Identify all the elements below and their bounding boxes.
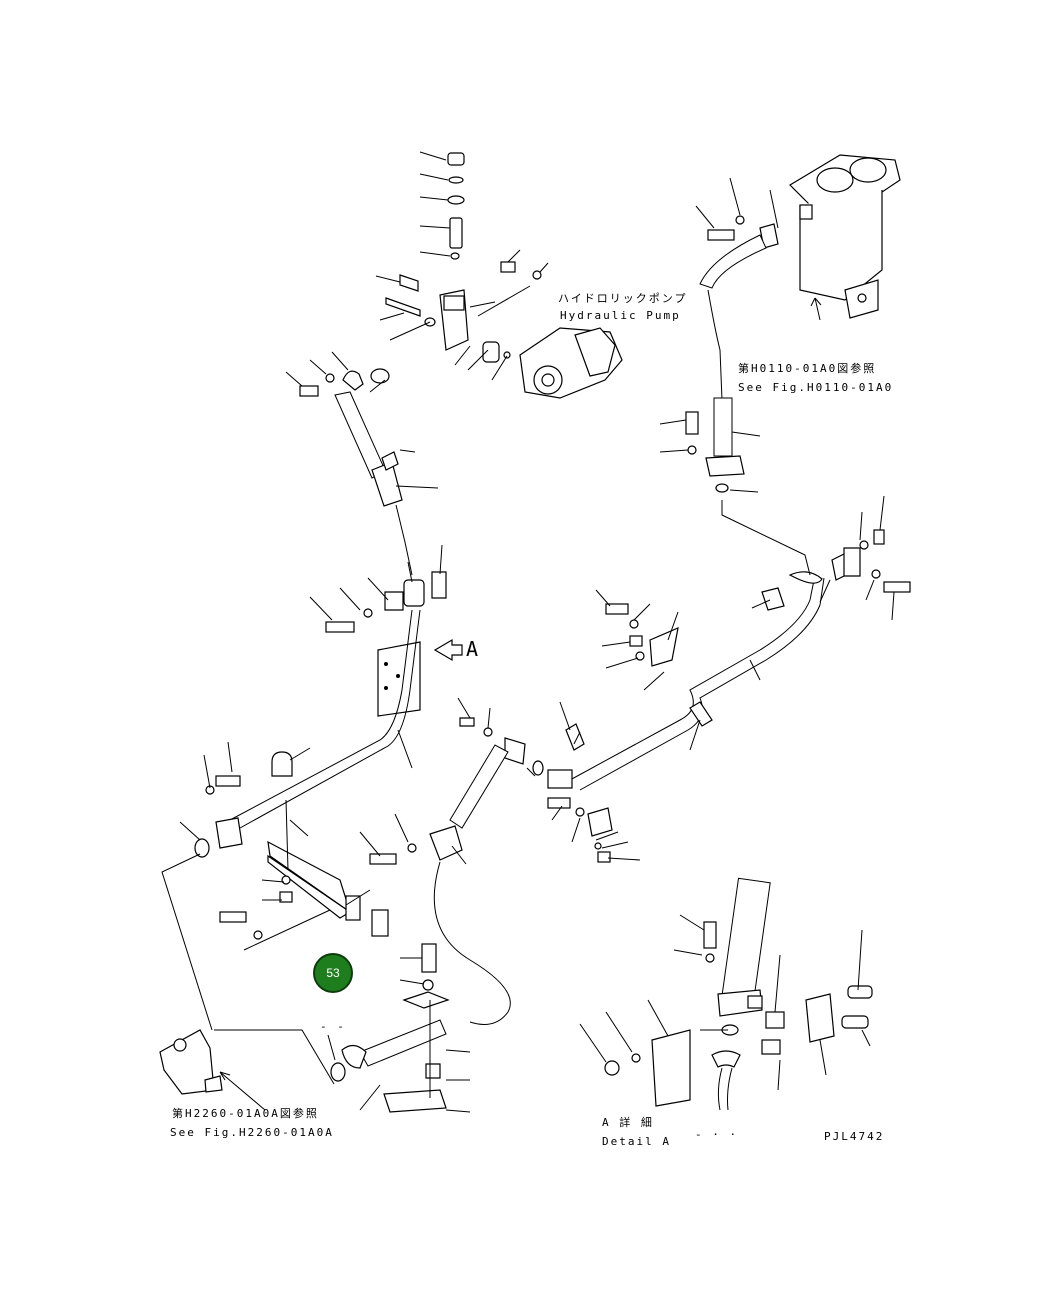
dash-label: - - xyxy=(320,1020,346,1033)
ref-top-jp: 第H0110-01A0図参照 xyxy=(738,361,876,375)
ref-top-en: See Fig.H0110-01A0 xyxy=(738,381,893,394)
oil-cooler xyxy=(179,741,389,951)
valve-stack-top xyxy=(369,151,549,393)
view-arrow-label: A xyxy=(466,637,478,661)
pump-label-en: Hydraulic Pump xyxy=(560,309,681,322)
detail-a: A 詳 細 Detail A - · · PJL4742 xyxy=(579,877,884,1148)
control-valve-lower: 第H2260-01A0A図参照 See Fig.H2260-01A0A - - xyxy=(159,853,346,1139)
pipe-lower-center xyxy=(341,943,471,1113)
hydraulic-pump: ハイドロリックポンプ Hydraulic Pump xyxy=(519,292,687,399)
ref-bottom-jp: 第H2260-01A0A図参照 xyxy=(172,1106,319,1120)
suction-pipe xyxy=(659,397,761,493)
drawing-number: PJL4742 xyxy=(824,1130,884,1143)
pipe-right xyxy=(547,495,911,863)
callout-53[interactable]: 53 xyxy=(313,953,353,993)
hose-left-upper xyxy=(285,351,439,576)
detail-dash-label: - · · xyxy=(695,1128,738,1141)
detail-label-jp: A 詳 細 xyxy=(602,1115,654,1129)
hydraulic-tank: 第H0110-01A0図参照 See Fig.H0110-01A0 xyxy=(695,154,901,401)
ref-bottom-en: See Fig.H2260-01A0A xyxy=(170,1126,334,1139)
hose-center xyxy=(359,697,544,1025)
bracket-left: A xyxy=(229,544,478,829)
detail-label-en: Detail A xyxy=(602,1135,671,1148)
pump-label-jp: ハイドロリックポンプ xyxy=(558,292,687,305)
